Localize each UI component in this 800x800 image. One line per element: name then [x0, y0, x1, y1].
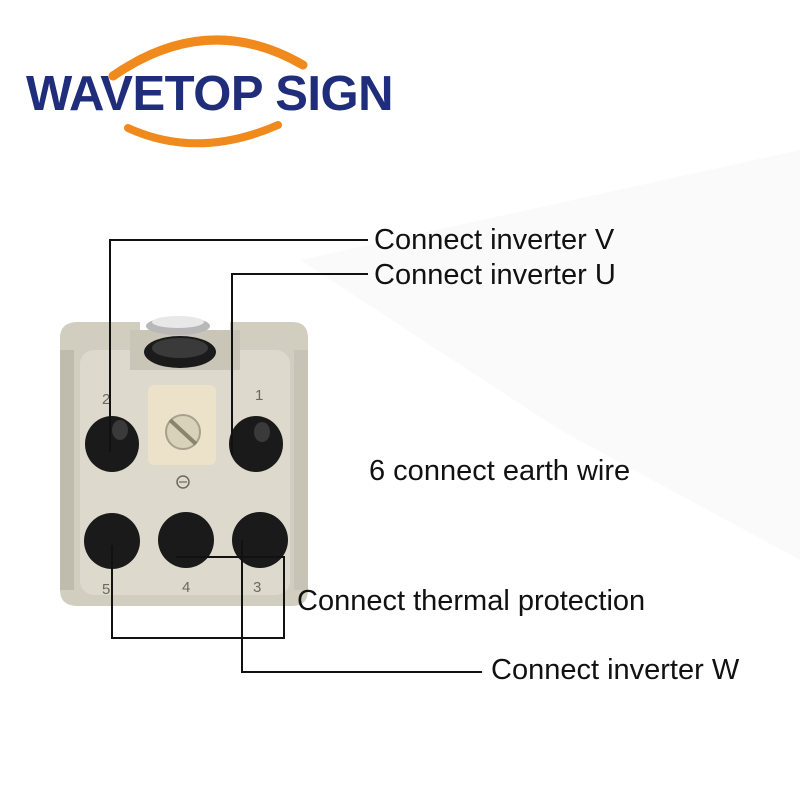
pin-hole-1 [229, 416, 283, 472]
label-inverter-w: Connect inverter W [491, 656, 739, 685]
pin-number-4: 4 [182, 579, 190, 596]
label-thermal-protection: Connect thermal protection [297, 587, 645, 616]
pin-number-3: 3 [253, 579, 261, 596]
top-screw [144, 316, 216, 368]
pin-hole-2 [85, 416, 139, 472]
label-earth-wire: 6 connect earth wire [369, 457, 630, 486]
background-shadow [300, 150, 800, 560]
pin-hole-3 [232, 512, 288, 568]
label-inverter-u: Connect inverter U [374, 261, 616, 290]
pin-number-5: 5 [102, 581, 110, 598]
label-inverter-v: Connect inverter V [374, 226, 614, 255]
pin-number-1: 1 [255, 387, 263, 404]
pin-hole-4 [158, 512, 214, 568]
